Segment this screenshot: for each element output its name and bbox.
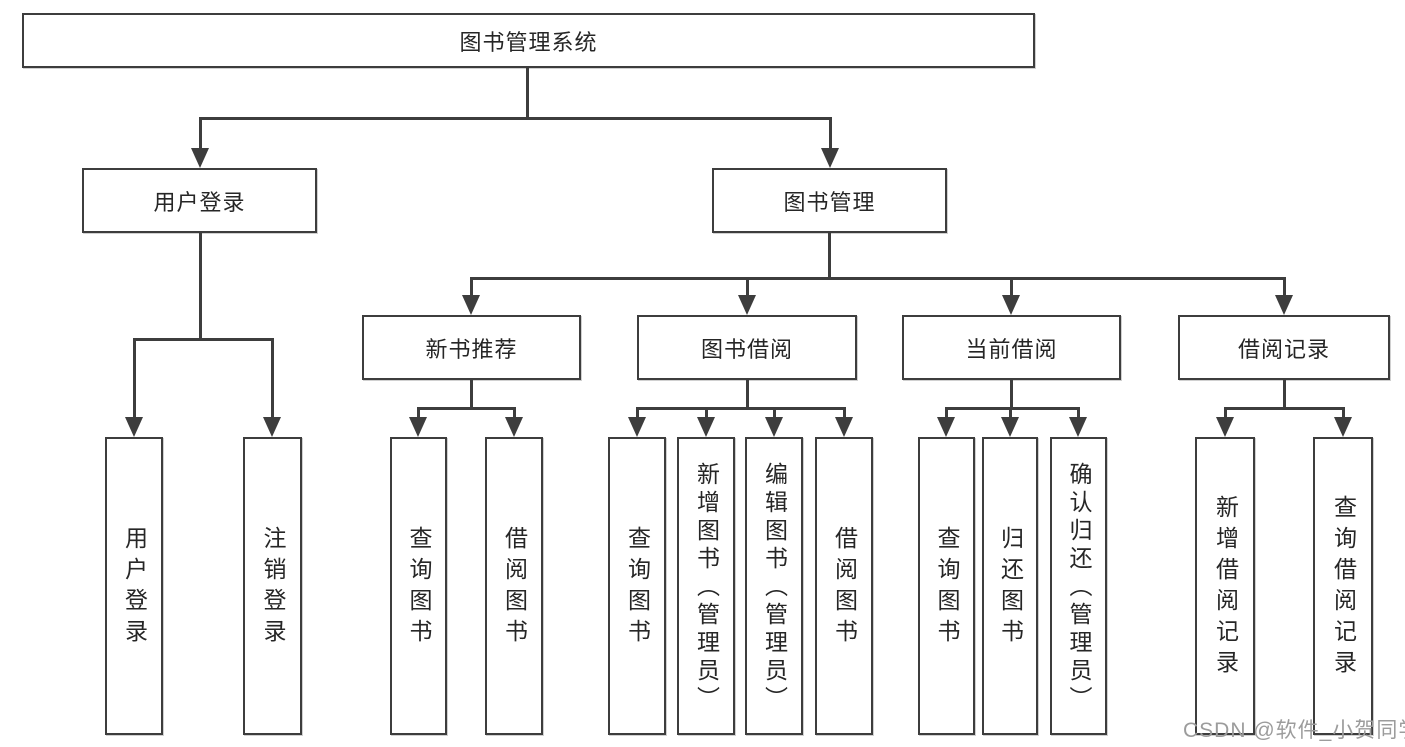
connector-book-mgmt-stem (828, 233, 831, 279)
arrowhead-down-icon (191, 148, 209, 168)
node-root-label: 图书管理系统 (459, 29, 598, 55)
connector-leaf-line (513, 407, 516, 419)
connector-leaf-line (1342, 407, 1345, 419)
arrowhead-down-icon (937, 417, 955, 437)
arrowhead-down-icon (409, 417, 427, 437)
leaf-label: 查询图书 (624, 526, 651, 650)
node-root: 图书管理系统 (22, 13, 1035, 68)
connector-to-book-borrow (746, 277, 749, 297)
leaf-borrow-records-2: 查询借阅记录 (1313, 437, 1373, 735)
leaf-label: 借阅图书 (501, 526, 528, 650)
leaf-label: 查询图书 (934, 526, 960, 650)
node-current-borrow: 当前借阅 (902, 315, 1121, 380)
leaf-label: 新增图书（管理员） (693, 462, 720, 714)
connector-root-split (199, 117, 831, 120)
connector-user-login-leaf2 (271, 338, 274, 418)
connector-book-borrow-split (636, 407, 845, 410)
node-new-book-rec: 新书推荐 (362, 315, 581, 380)
leaf-user-login-2: 注销登录 (243, 437, 302, 735)
csdn-watermark: CSDN @软件_小贺同学 (1183, 719, 1405, 742)
node-current-borrow-label: 当前借阅 (965, 336, 1058, 362)
node-book-mgmt-label: 图书管理 (783, 189, 876, 215)
node-user-login: 用户登录 (82, 168, 317, 233)
connector-user-login-leaf1 (133, 338, 136, 418)
arrowhead-down-icon (1334, 417, 1352, 437)
connector-leaf-line (1009, 407, 1012, 419)
leaf-label: 借阅图书 (831, 526, 858, 650)
connector-leaf-line (773, 407, 776, 419)
node-book-borrow: 图书借阅 (637, 315, 857, 380)
connector-current-borrow-split (945, 407, 1080, 410)
connector-user-login-split (133, 338, 274, 341)
leaf-book-borrow-3: 编辑图书（管理员） (745, 437, 803, 735)
arrowhead-down-icon (1275, 295, 1293, 315)
connector-leaf-line (1077, 407, 1080, 419)
connector-current-borrow-stem (1010, 380, 1013, 408)
arrowhead-down-icon (765, 417, 783, 437)
arrowhead-down-icon (1069, 417, 1087, 437)
connector-to-new-book-rec (470, 277, 473, 297)
leaf-label: 确认归还（管理员） (1066, 462, 1092, 714)
connector-leaf-line (945, 407, 948, 419)
connector-leaf-line (843, 407, 846, 419)
connector-user-login-stem (199, 233, 202, 339)
leaf-label: 用户登录 (121, 526, 148, 650)
leaf-current-borrow-1: 查询图书 (918, 437, 975, 735)
arrowhead-down-icon (835, 417, 853, 437)
leaf-label: 编辑图书（管理员） (761, 462, 788, 714)
leaf-borrow-records-1: 新增借阅记录 (1195, 437, 1255, 735)
leaf-label: 归还图书 (997, 526, 1024, 650)
arrowhead-down-icon (1216, 417, 1234, 437)
node-borrow-records: 借阅记录 (1178, 315, 1390, 380)
connector-book-borrow-stem (746, 380, 749, 408)
connector-leaf-line (417, 407, 420, 419)
connector-leaf-line (636, 407, 639, 419)
arrowhead-down-icon (263, 417, 281, 437)
connector-leaf-line (705, 407, 708, 419)
arrowhead-down-icon (125, 417, 143, 437)
node-book-mgmt: 图书管理 (712, 168, 947, 233)
node-borrow-records-label: 借阅记录 (1237, 336, 1330, 362)
connector-to-current-borrow (1010, 277, 1013, 297)
leaf-book-borrow-4: 借阅图书 (815, 437, 873, 735)
arrowhead-down-icon (697, 417, 715, 437)
node-user-login-label: 用户登录 (153, 189, 246, 215)
connector-leaf-line (1224, 407, 1227, 419)
leaf-current-borrow-3: 确认归还（管理员） (1050, 437, 1107, 735)
arrowhead-down-icon (821, 148, 839, 168)
leaf-book-borrow-1: 查询图书 (608, 437, 666, 735)
arrowhead-down-icon (505, 417, 523, 437)
connector-to-borrow-records (1283, 277, 1286, 297)
connector-root-to-book-mgmt (829, 117, 832, 150)
leaf-label: 注销登录 (260, 526, 286, 650)
connector-root-stem (526, 68, 529, 118)
arrowhead-down-icon (738, 295, 756, 315)
leaf-label: 查询借阅记录 (1330, 495, 1357, 681)
connector-new-book-rec-split (417, 407, 516, 410)
leaf-label: 新增借阅记录 (1212, 495, 1239, 681)
arrowhead-down-icon (628, 417, 646, 437)
connector-root-to-user-login (199, 117, 202, 150)
arrowhead-down-icon (1002, 295, 1020, 315)
arrowhead-down-icon (462, 295, 480, 315)
node-new-book-rec-label: 新书推荐 (425, 336, 518, 362)
leaf-label: 查询图书 (406, 526, 432, 650)
leaf-new-book-rec-1: 查询图书 (390, 437, 447, 735)
leaf-current-borrow-2: 归还图书 (982, 437, 1038, 735)
arrowhead-down-icon (1001, 417, 1019, 437)
connector-borrow-records-stem (1283, 380, 1286, 408)
connector-new-book-rec-stem (470, 380, 473, 408)
leaf-book-borrow-2: 新增图书（管理员） (677, 437, 735, 735)
connector-book-mgmt-split (470, 277, 1285, 280)
node-book-borrow-label: 图书借阅 (700, 336, 793, 362)
leaf-user-login-1: 用户登录 (105, 437, 163, 735)
connector-borrow-records-split (1224, 407, 1344, 410)
leaf-new-book-rec-2: 借阅图书 (485, 437, 543, 735)
